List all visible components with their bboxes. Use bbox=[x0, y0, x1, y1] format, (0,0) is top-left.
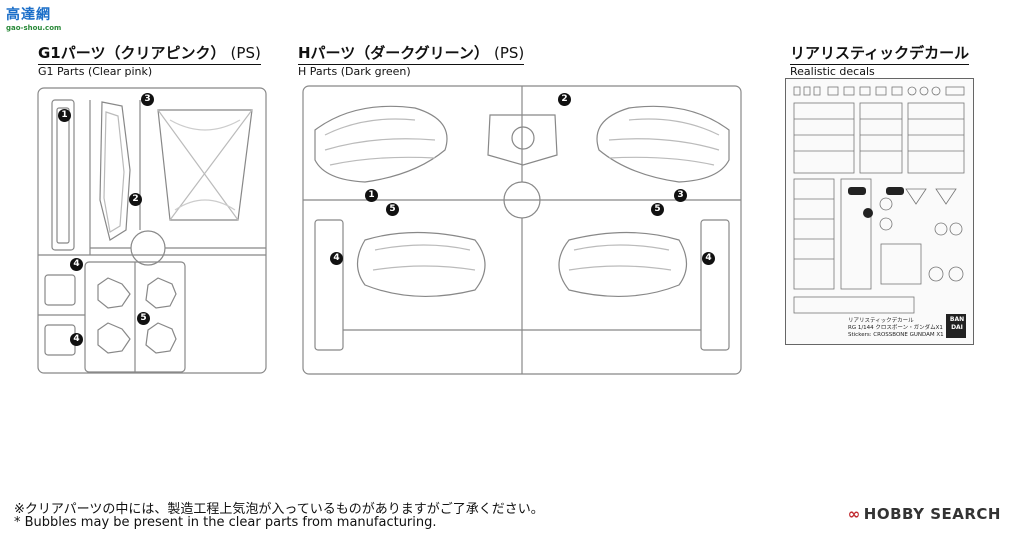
h-part-number-5a: 5 bbox=[386, 203, 399, 216]
g1-runner-illustration bbox=[37, 87, 267, 374]
hobby-search-watermark: ∞HOBBY SEARCH bbox=[848, 505, 1001, 523]
decal-title-jp: リアリスティックデカール bbox=[790, 44, 970, 62]
g1-parts-header: G1パーツ（クリアピンク） (PS) G1 Parts (Clear pink) bbox=[38, 42, 261, 78]
g1-part-number-4b: 4 bbox=[70, 333, 83, 346]
g1-parts-title-en: G1 Parts (Clear pink) bbox=[38, 65, 153, 78]
h-part-number-5b: 5 bbox=[651, 203, 664, 216]
decal-sheet: リアリスティックデカール RG 1/144 クロスボーン・ガンダムX1 Stic… bbox=[785, 78, 974, 345]
note-jp: ※クリアパーツの中には、製造工程上気泡が入っているものがありますがご了承ください… bbox=[14, 502, 544, 517]
h-part-number-3: 3 bbox=[674, 189, 687, 202]
decal-sheet-illustration bbox=[793, 86, 966, 338]
decal-header: リアリスティックデカール Realistic decals bbox=[790, 42, 970, 78]
hobby-search-brand: HOBBY SEARCH bbox=[863, 505, 1001, 523]
h-part-number-4a: 4 bbox=[330, 252, 343, 265]
h-part-number-4b: 4 bbox=[702, 252, 715, 265]
site-watermark-logo: 高達網 gao-shou.com bbox=[6, 4, 61, 32]
h-parts-title-jp: Hパーツ（ダークグリーン） bbox=[298, 44, 489, 62]
site-watermark-name: 高達網 bbox=[6, 7, 51, 23]
h-part-number-2: 2 bbox=[558, 93, 571, 106]
g1-part-number-4a: 4 bbox=[70, 258, 83, 271]
hobby-search-mark-icon: ∞ bbox=[847, 505, 861, 523]
h-runner-illustration bbox=[302, 85, 742, 375]
h-parts-title-en: H Parts (Dark green) bbox=[298, 65, 411, 78]
decal-sheet-caption-model: RG 1/144 クロスボーン・ガンダムX1 bbox=[848, 325, 943, 331]
decal-title-en: Realistic decals bbox=[790, 65, 875, 78]
decal-sheet-caption-stickers: Stickers: CROSSBONE GUNDAM X1 bbox=[848, 332, 944, 338]
g1-parts-material: (PS) bbox=[230, 44, 261, 62]
h-parts-header: Hパーツ（ダークグリーン） (PS) H Parts (Dark green) bbox=[298, 42, 525, 78]
g1-part-number-2: 2 bbox=[129, 193, 142, 206]
g1-part-number-5: 5 bbox=[137, 312, 150, 325]
bandai-logo: BAN DAI bbox=[949, 316, 965, 331]
g1-part-number-1: 1 bbox=[58, 109, 71, 122]
g1-parts-title-jp: G1パーツ（クリアピンク） bbox=[38, 44, 226, 62]
decal-sheet-caption: リアリスティックデカール RG 1/144 クロスボーン・ガンダムX1 Stic… bbox=[848, 318, 944, 339]
h-parts-material: (PS) bbox=[494, 44, 525, 62]
h-part-number-1: 1 bbox=[365, 189, 378, 202]
site-watermark-url: gao-shou.com bbox=[6, 24, 62, 32]
note-en: * Bubbles may be present in the clear pa… bbox=[14, 515, 437, 530]
g1-part-number-3: 3 bbox=[141, 93, 154, 106]
decal-sheet-caption-jp: リアリスティックデカール bbox=[848, 318, 914, 324]
